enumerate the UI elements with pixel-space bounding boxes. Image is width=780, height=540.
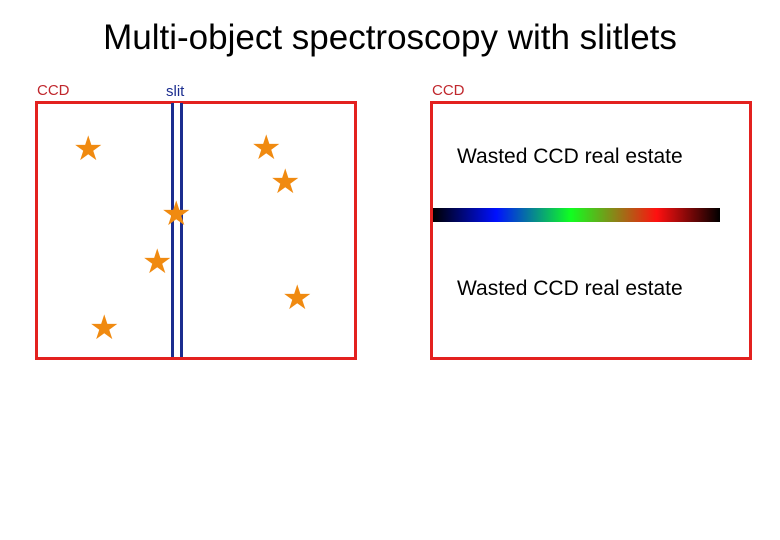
slit-label: slit — [166, 83, 185, 100]
star-icon: ★ — [73, 129, 104, 169]
ccd-left-frame — [35, 101, 357, 360]
wasted-label-bottom: Wasted CCD real estate — [457, 277, 683, 300]
ccd-right-frame — [430, 101, 752, 360]
star-icon: ★ — [251, 128, 282, 168]
wasted-label-top: Wasted CCD real estate — [457, 145, 683, 168]
ccd-right-label: CCD — [432, 82, 465, 99]
spectrum-bar — [433, 208, 720, 222]
star-icon: ★ — [282, 278, 313, 318]
ccd-left-label: CCD — [37, 82, 70, 99]
star-icon: ★ — [270, 162, 301, 202]
star-icon: ★ — [89, 308, 120, 348]
slit-bar — [171, 103, 183, 357]
page-title: Multi-object spectroscopy with slitlets — [103, 18, 677, 57]
star-icon: ★ — [161, 194, 192, 234]
star-icon: ★ — [142, 242, 173, 282]
